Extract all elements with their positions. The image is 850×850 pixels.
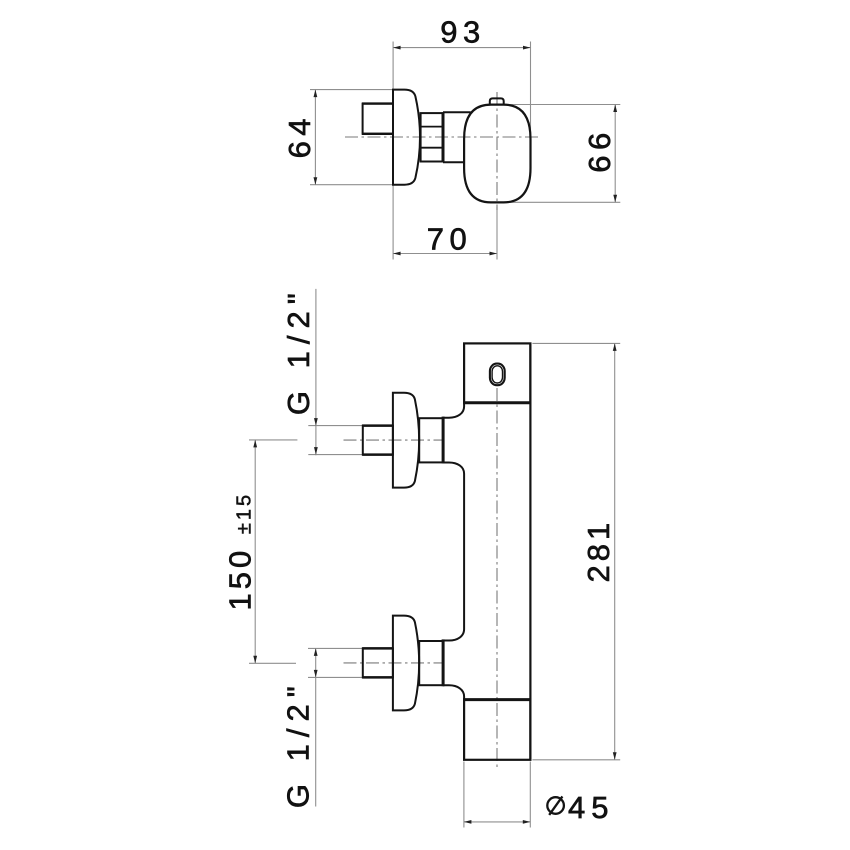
- svg-text:93: 93: [440, 15, 485, 50]
- svg-text:150 ±15: 150 ±15: [222, 492, 257, 611]
- svg-text:G 1/2": G 1/2": [281, 286, 316, 415]
- svg-text:66: 66: [582, 127, 617, 172]
- svg-text:G 1/2": G 1/2": [281, 679, 316, 808]
- svg-text:281: 281: [581, 519, 616, 583]
- svg-text:45: 45: [568, 790, 614, 825]
- svg-text:64: 64: [282, 113, 317, 158]
- svg-text:70: 70: [427, 221, 472, 256]
